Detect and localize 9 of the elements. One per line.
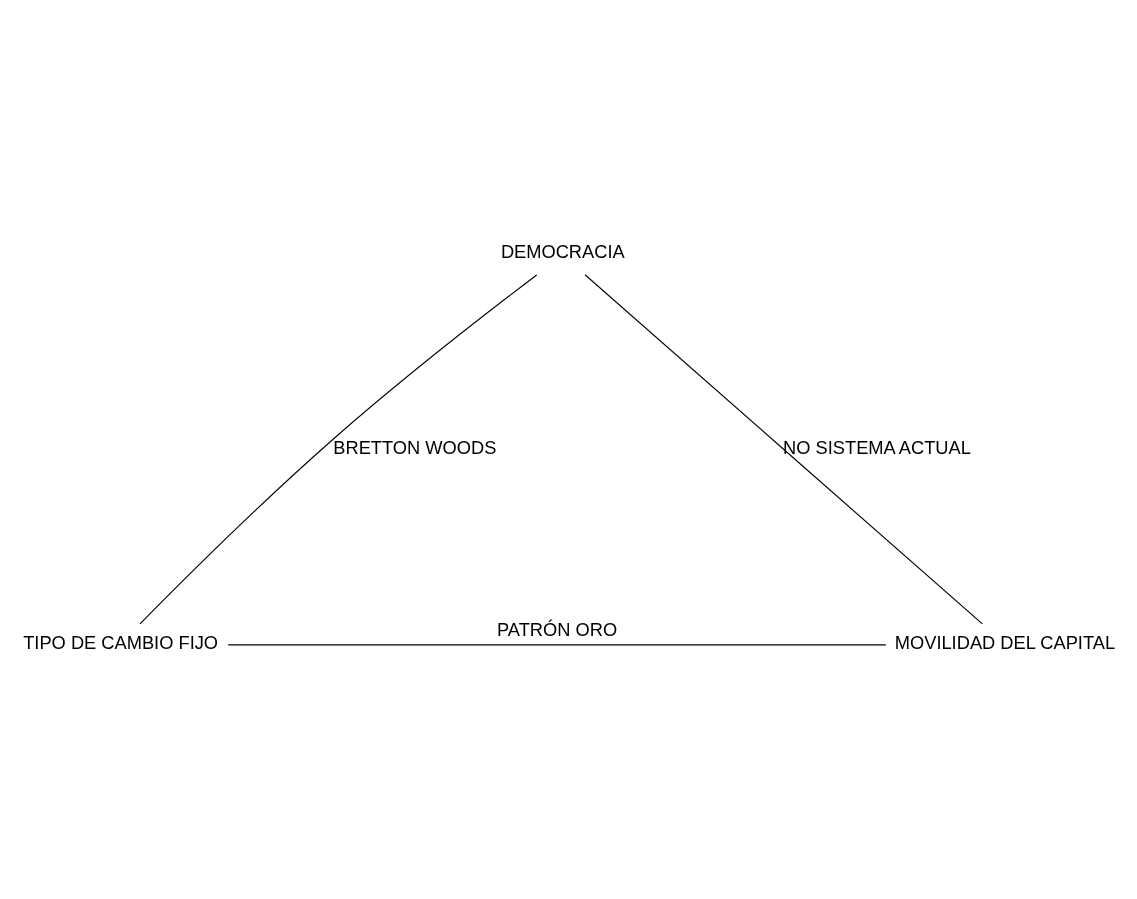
- edge-label: PATRÓN ORO: [497, 618, 618, 640]
- node-text: DEMOCRACIA: [500, 241, 625, 263]
- connector: [227, 644, 887, 646]
- node-text: TIPO DE CAMBIO FIJO: [23, 632, 219, 654]
- connector: [584, 274, 983, 625]
- node-text: MOVILIDAD DEL CAPITAL: [894, 632, 1116, 654]
- connector: [139, 274, 538, 625]
- edge-label: BRETTON WOODS: [333, 436, 497, 458]
- edge-label: NO SISTEMA ACTUAL: [783, 436, 971, 458]
